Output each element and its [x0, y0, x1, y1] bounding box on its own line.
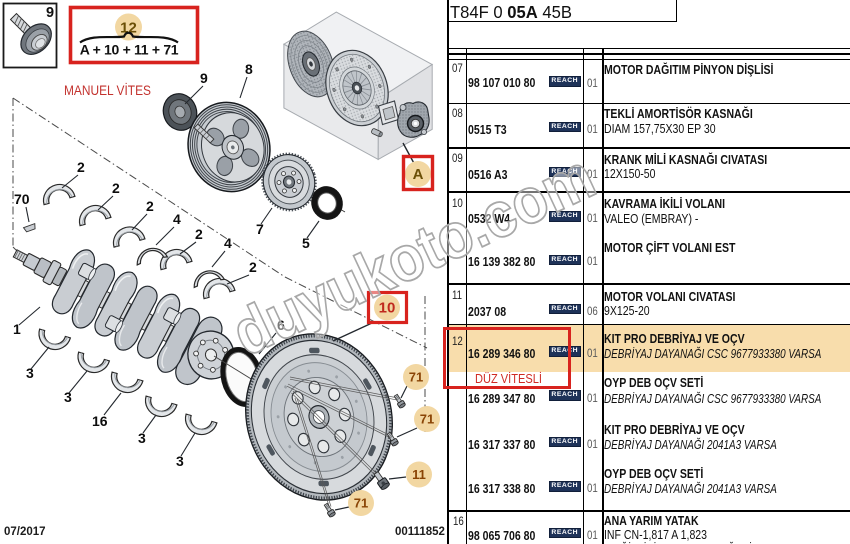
svg-text:2: 2 — [195, 226, 203, 242]
svg-text:A: A — [413, 166, 424, 183]
svg-text:11: 11 — [412, 467, 426, 482]
svg-text:9: 9 — [200, 70, 208, 86]
svg-text:2: 2 — [112, 180, 120, 196]
svg-text:71: 71 — [420, 412, 434, 427]
svg-text:2: 2 — [77, 159, 85, 175]
svg-text:3: 3 — [64, 389, 72, 405]
svg-text:2: 2 — [249, 259, 257, 275]
svg-text:16: 16 — [92, 413, 108, 429]
svg-text:MANUEL VİTES: MANUEL VİTES — [64, 83, 151, 98]
svg-text:9: 9 — [46, 5, 54, 21]
svg-text:1: 1 — [13, 321, 21, 337]
svg-text:3: 3 — [176, 453, 184, 469]
svg-text:10: 10 — [379, 300, 396, 317]
svg-text:00111852: 00111852 — [395, 526, 445, 538]
svg-text:7: 7 — [256, 221, 264, 237]
svg-text:6: 6 — [277, 317, 285, 333]
svg-text:70: 70 — [14, 191, 30, 207]
svg-text:4: 4 — [173, 211, 181, 227]
svg-text:5: 5 — [302, 235, 310, 251]
svg-text:2: 2 — [146, 198, 154, 214]
svg-text:12: 12 — [120, 20, 137, 37]
svg-text:71: 71 — [409, 370, 423, 385]
svg-text:8: 8 — [245, 61, 253, 77]
svg-text:4: 4 — [224, 235, 232, 251]
svg-text:3: 3 — [26, 365, 34, 381]
svg-text:07/2017: 07/2017 — [4, 526, 46, 538]
svg-text:71: 71 — [354, 496, 368, 511]
svg-text:3: 3 — [138, 430, 146, 446]
svg-text:A + 10 + 11 + 71: A + 10 + 11 + 71 — [80, 42, 179, 58]
